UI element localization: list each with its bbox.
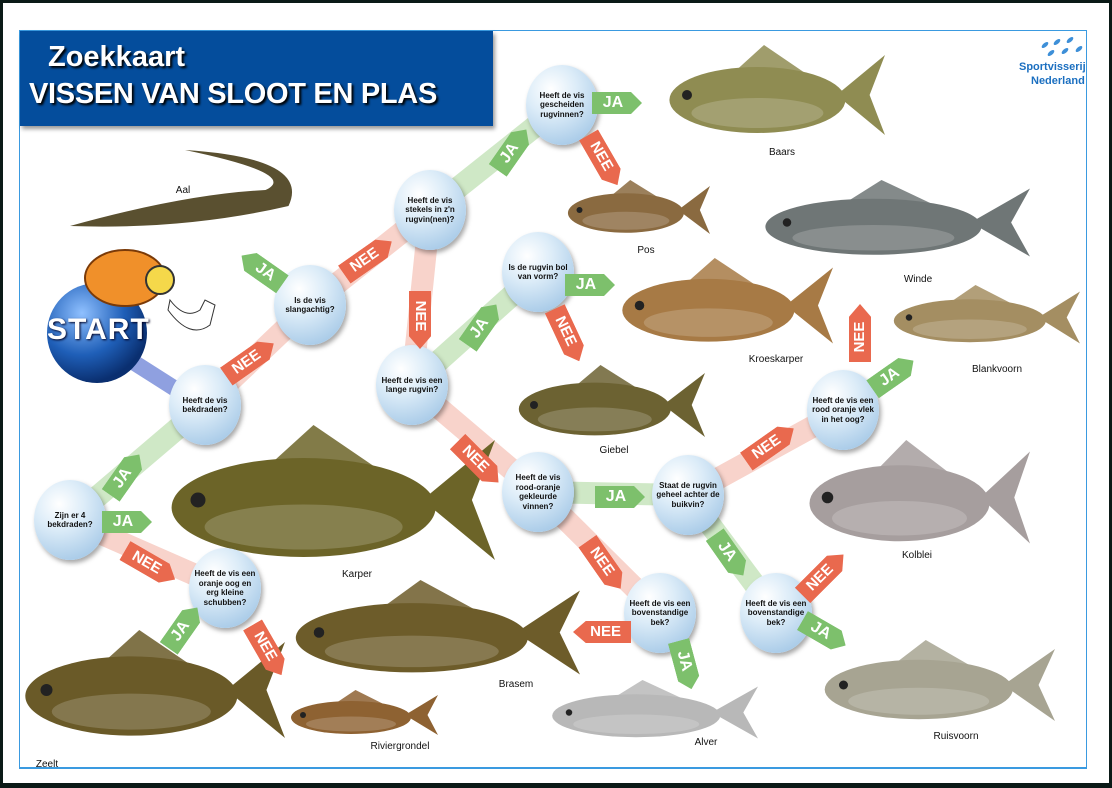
fish-image-baars <box>669 45 885 135</box>
logo-text-2: Nederland <box>1031 75 1085 87</box>
ja-arrow: JA <box>565 274 615 296</box>
fish-image-karper <box>171 425 495 560</box>
fish-name: Kroeskarper <box>748 354 804 365</box>
fish-image-giebel <box>518 365 705 437</box>
fish-image-aal <box>70 150 293 227</box>
fish-name: Baars <box>768 147 796 158</box>
start-label: START <box>47 313 150 346</box>
fish-image-kolblei <box>809 440 1030 544</box>
fish-name: Pos <box>637 245 655 256</box>
fish-image-kroeskarper <box>622 258 833 344</box>
start-ball <box>47 283 147 383</box>
fish-name: Winde <box>903 274 933 285</box>
arrow-label: NEE <box>590 623 622 640</box>
question-bubble: Heeft de vis een lange rugvin? <box>376 345 448 425</box>
ja-arrow: JA <box>595 486 645 508</box>
logo-text-1: Sportvisserij <box>1019 61 1086 73</box>
ja-arrow: JA <box>592 92 642 114</box>
fish-image-winde <box>765 180 1030 257</box>
mascot-eye-icon <box>145 265 175 295</box>
fish-image-zeelt <box>25 630 285 738</box>
question-bubble: Heeft de vis gescheiden rugvinnen? <box>526 65 598 145</box>
question-bubble: Heeft de vis een oranje oog en erg klein… <box>189 548 261 628</box>
fish-image-pos <box>567 180 710 234</box>
question-bubble: Zijn er 4 bekdraden? <box>34 480 106 560</box>
question-bubble: Is de rugvin bol van vorm? <box>502 232 574 312</box>
fish-image-riviergrondel <box>291 690 438 735</box>
title-line-2: VISSEN VAN SLOOT EN PLAS <box>29 78 437 110</box>
fish-image-blankvoorn <box>893 285 1080 344</box>
fish-name: Alver <box>694 737 718 748</box>
fish-name: Kolblei <box>901 550 933 561</box>
title-banner: Zoekkaart VISSEN VAN SLOOT EN PLAS <box>20 31 493 126</box>
fish-image-alver <box>552 680 758 739</box>
fish-name: Aal <box>175 185 191 196</box>
logo-drops-icon <box>1041 37 1083 56</box>
pipe-icon <box>167 298 216 331</box>
fish-name: Zeelt <box>35 759 59 770</box>
fish-image-ruisvoorn <box>824 640 1055 721</box>
question-bubble: Heeft de vis een rood oranje vlek in het… <box>807 370 879 450</box>
fish-name: Giebel <box>599 445 629 456</box>
fish-name: Brasem <box>498 679 534 690</box>
fish-name: Blankvoorn <box>971 364 1023 375</box>
sportvisserij-logo: Sportvisserij Nederland <box>1015 35 1087 95</box>
ja-arrow: JA <box>102 511 152 533</box>
question-bubble: Staat de rugvin geheel achter de buikvin… <box>652 455 724 535</box>
fish-name: Riviergrondel <box>370 741 430 752</box>
fish-image-brasem <box>295 580 580 675</box>
title-line-1: Zoekkaart <box>48 41 186 73</box>
question-bubble: Heeft de vis bekdraden? <box>169 365 241 445</box>
question-bubble: Heeft de vis rood-oranje gekleurde vinne… <box>502 452 574 532</box>
fish-name: Karper <box>341 569 373 580</box>
question-bubble: Heeft de vis stekels in z'n rugvin(nen)? <box>394 170 466 250</box>
fish-name: Ruisvoorn <box>933 731 979 742</box>
